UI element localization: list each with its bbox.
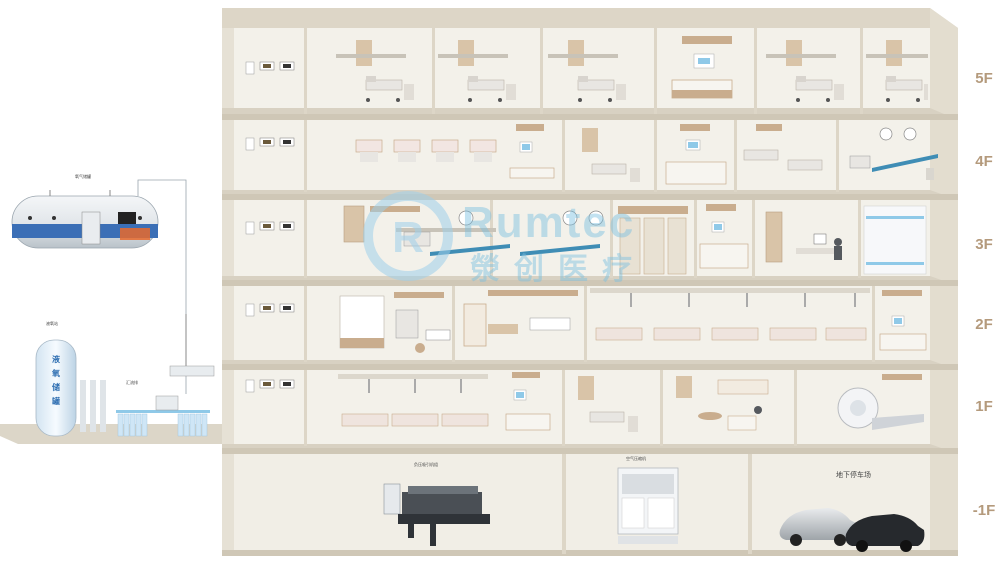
- watermark-cn: 滎创医疗: [470, 252, 646, 287]
- liquid-oxygen-station: 液 氧 储 罐: [35, 314, 215, 437]
- floor-label-5F: 5F: [975, 70, 993, 87]
- compressor-label: 空气压缩机: [626, 456, 646, 461]
- svg-text:罐: 罐: [51, 396, 60, 406]
- svg-text:氧: 氧: [51, 368, 60, 378]
- floor-label-2F: 2F: [975, 316, 993, 333]
- parking-label: 地下停车场: [836, 471, 871, 479]
- svg-text:R: R: [392, 213, 424, 262]
- 3F-rooms: [343, 204, 927, 275]
- oxygen-tank: [11, 179, 187, 394]
- 5F-wards: [336, 36, 928, 102]
- watermark-latin: Rumtec: [462, 198, 636, 247]
- watermark-logo: R: [363, 191, 453, 281]
- basement-rooms: [383, 467, 925, 552]
- floor-label-B1: -1F: [972, 502, 996, 519]
- station-label: 液氧站: [46, 321, 58, 326]
- floor-5F: [222, 28, 958, 120]
- 2F-rooms: [339, 288, 927, 353]
- floor-label-4F: 4F: [975, 153, 993, 170]
- machine-room-label: 负压吸引机组: [414, 462, 438, 467]
- 1F-rooms: [338, 372, 924, 432]
- svg-text:液: 液: [52, 354, 60, 364]
- corridor-gas-panels: [245, 61, 295, 393]
- svg-text:储: 储: [51, 382, 60, 392]
- floor-label-1F: 1F: [975, 398, 993, 415]
- floor-label-3F: 3F: [975, 236, 993, 253]
- tank-label: 氧气储罐: [75, 174, 91, 179]
- parking-cars: [779, 508, 925, 552]
- manifold-label: 汇流排: [126, 380, 138, 385]
- 4F-rooms: [355, 124, 938, 185]
- room-partitions: [304, 28, 875, 554]
